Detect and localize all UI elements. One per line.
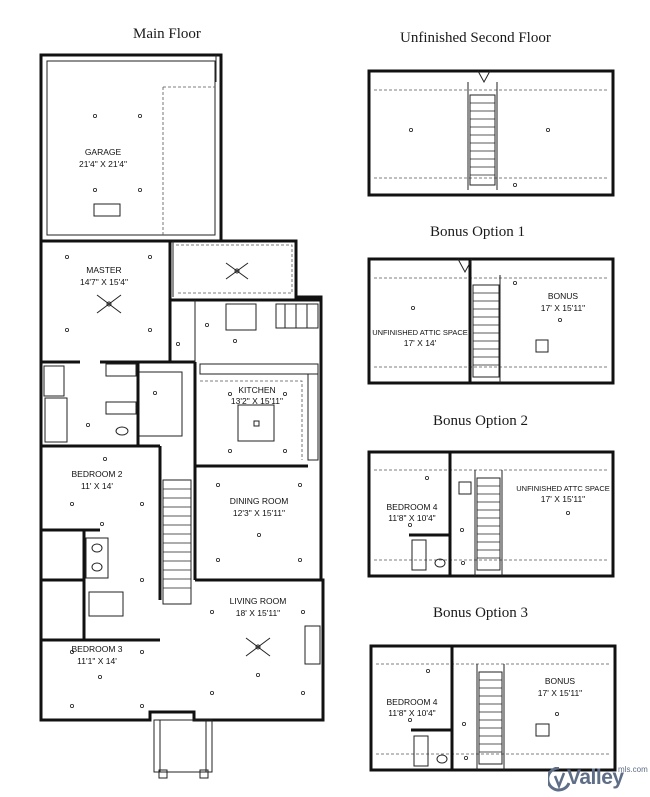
main-floor-walls [39,239,325,722]
garage-size: 21'4" X 21'4" [79,159,127,169]
garage-label: GARAGE [85,147,122,157]
b3-bonus-size: 17' X 15'11" [538,688,582,698]
b2-bedroom-4-label: BEDROOM 4 [386,502,437,512]
b1-attic-size: 17' X 14' [404,338,437,348]
logo-mark-icon [548,767,570,792]
bedroom-2-label: BEDROOM 2 [71,469,122,479]
garage-walls [39,53,223,243]
bedroom-3-label: BEDROOM 3 [71,644,122,654]
bedroom-3-size: 11'1" X 14' [77,656,117,666]
valley-mls-logo: Valley mls.com [548,765,648,795]
second-floor-heading: Unfinished Second Floor [400,30,551,46]
b3-bedroom-4-label: BEDROOM 4 [386,697,437,707]
b2-attic-label: UNFINISHED ATTC SPACE [516,484,609,493]
logo-suffix: mls.com [618,765,648,774]
living-room-label: LIVING ROOM [230,596,287,606]
b1-bonus-label: BONUS [548,291,579,301]
logo-wordmark: Valley [567,766,624,789]
second-floor-plan [367,69,615,197]
bonus-option-1-heading: Bonus Option 1 [430,224,526,240]
b3-bedroom-4-size: 11'8" X 10'4" [388,708,435,718]
bedroom-2-size: 11' X 14' [81,481,113,491]
living-room-size: 18' X 15'11" [236,608,280,618]
kitchen-size: 13'2" X 15'11" [231,396,283,406]
b2-bedroom-4-size: 11'8" X 10'4" [388,513,435,523]
bonus-option-2-heading: Bonus Option 2 [433,413,529,429]
master-label: MASTER [86,265,121,275]
b2-attic-size: 17' X 15'11" [541,494,585,504]
bonus-option-3-plan [369,644,617,772]
bonus-option-2-plan [367,450,615,578]
b1-bonus-size: 17' X 15'11" [541,303,585,313]
bonus-option-3-heading: Bonus Option 3 [433,605,529,621]
b1-attic-label: UNFINISHED ATTIC SPACE [372,328,468,337]
main-floor-heading: Main Floor [133,26,201,42]
kitchen-label: KITCHEN [238,385,275,395]
dining-room-size: 12'3" X 15'11" [233,508,285,518]
main-floor-plan [39,53,325,779]
master-size: 14'7" X 15'4" [80,277,128,287]
bonus-option-1-plan [367,257,615,385]
dining-room-label: DINING ROOM [230,496,289,506]
b3-bonus-label: BONUS [545,676,576,686]
